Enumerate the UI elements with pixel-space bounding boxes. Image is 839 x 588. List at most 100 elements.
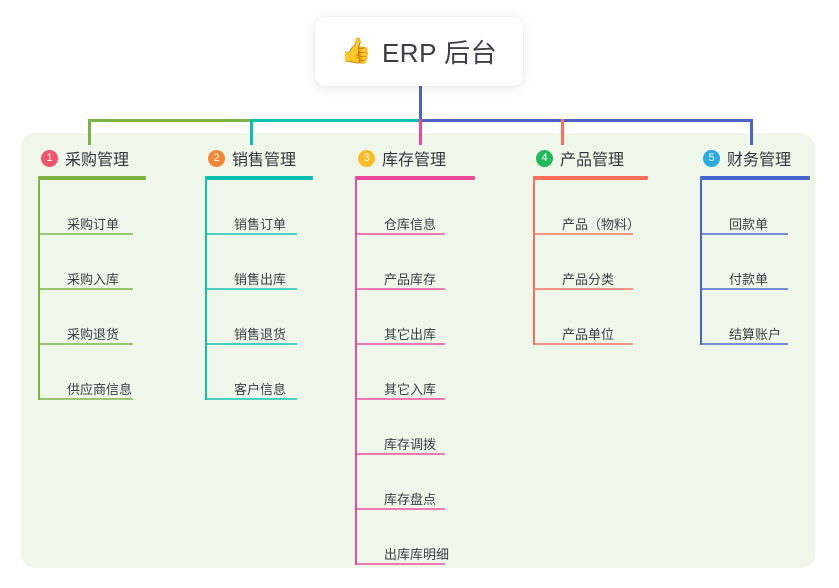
branch-item[interactable]: 库存盘点 [355,455,475,510]
branch-item[interactable]: 销售退货 [205,290,313,345]
branch-header-label: 销售管理 [232,152,297,169]
connector-drop-3 [419,119,422,145]
branch-item[interactable]: 采购入库 [38,235,146,290]
branch-item[interactable]: 销售出库 [205,235,313,290]
connector-drop-1 [88,119,91,145]
branch-spine [700,180,702,345]
branch-item-label: 供应商信息 [67,382,133,397]
connector-drop-4 [561,119,564,145]
branch-item-underline [355,508,445,510]
thumbs-up-icon: 👍 [340,37,372,65]
branch-item-label: 产品库存 [384,272,437,287]
branch-spine [205,180,207,400]
branch-item-label: 结算账户 [729,327,782,342]
branch-item-underline [700,233,788,235]
branch-column-2: 2 销售管理销售订单销售出库销售退货客户信息 [205,146,313,400]
branch-item-label: 其它入库 [384,382,437,397]
branch-item-underline [355,288,445,290]
branch-number-badge: 5 [703,149,720,167]
branch-item[interactable]: 产品单位 [533,290,648,345]
branch-header-label: 采购管理 [65,152,130,169]
branch-items-2: 销售订单销售出库销售退货客户信息 [205,180,313,400]
branch-item-label: 采购退货 [67,327,120,342]
branch-item-underline [533,288,633,290]
branch-item-underline [38,398,133,400]
branch-item-underline [355,453,445,455]
branch-header-3[interactable]: 3 库存管理 [355,146,475,170]
branch-item[interactable]: 采购订单 [38,180,146,235]
root-node-erp-backend[interactable]: 👍 ERP 后台 [315,17,523,86]
branch-item[interactable]: 库存调拨 [355,400,475,455]
branch-item-underline [533,233,633,235]
branch-item-label: 仓库信息 [384,217,437,232]
branch-header-underline [533,176,648,180]
branch-item[interactable]: 产品（物料） [533,180,648,235]
branch-item-underline [38,233,133,235]
branch-header-label: 财务管理 [727,152,792,169]
branch-item[interactable]: 其它出库 [355,290,475,345]
branch-item-label: 其它出库 [384,327,437,342]
branch-items-4: 产品（物料） 产品分类产品单位 [533,180,648,345]
branch-header-underline [355,176,475,180]
branch-number-badge: 4 [536,149,553,167]
branch-item-underline [533,343,633,345]
branch-header-underline [700,176,810,180]
branch-item-label: 采购订单 [67,217,120,232]
branch-item-underline [700,343,788,345]
branch-item[interactable]: 供应商信息 [38,345,146,400]
branch-number-badge: 3 [358,149,375,167]
branch-item-underline [355,563,445,565]
branch-header-5[interactable]: 5 财务管理 [700,146,810,170]
branches-panel [21,133,815,568]
branch-header-underline [205,176,313,180]
branch-number-badge: 2 [208,149,225,167]
connector-drop-5 [750,119,753,145]
branch-item[interactable]: 产品分类 [533,235,648,290]
branch-item[interactable]: 结算账户 [700,290,810,345]
branch-item[interactable]: 客户信息 [205,345,313,400]
branch-item[interactable]: 出库库明细 [355,510,475,565]
branch-item-label: 客户信息 [234,382,287,397]
branch-column-3: 3 库存管理仓库信息产品库存其它出库其它入库库存调拨库存盘点出库库明细 [355,146,475,565]
connector-bus-left [88,119,253,122]
branch-header-2[interactable]: 2 销售管理 [205,146,313,170]
branch-item-underline [700,288,788,290]
branch-item-label: 库存调拨 [384,437,437,452]
branch-item[interactable]: 其它入库 [355,345,475,400]
branch-item-label: 销售订单 [234,217,287,232]
branch-item-underline [355,343,445,345]
branch-item[interactable]: 采购退货 [38,290,146,345]
branch-item[interactable]: 仓库信息 [355,180,475,235]
connector-bus-middle [250,119,422,122]
connector-drop-2 [250,119,253,145]
branch-item-underline [205,233,297,235]
connector-root-stem [419,86,422,122]
branch-item[interactable]: 回款单 [700,180,810,235]
root-node-content: 👍 ERP 后台 [341,33,497,70]
branch-item-underline [205,398,297,400]
branch-spine [355,180,357,565]
branch-spine [38,180,40,400]
branch-item-underline [205,288,297,290]
branch-number-badge: 1 [41,149,58,167]
branch-column-1: 1 采购管理采购订单采购入库采购退货供应商信息 [38,146,146,400]
branch-item[interactable]: 销售订单 [205,180,313,235]
branch-item-label: 销售退货 [234,327,287,342]
branch-column-5: 5 财务管理回款单付款单结算账户 [700,146,810,345]
branch-item-label: 付款单 [729,272,769,287]
branch-item-label: 出库库明细 [384,547,450,562]
branch-item-label: 产品单位 [562,327,615,342]
branch-item[interactable]: 产品库存 [355,235,475,290]
branch-item[interactable]: 付款单 [700,235,810,290]
branch-item-label: 销售出库 [234,272,287,287]
branch-item-label: 产品分类 [562,272,615,287]
branch-item-label: 采购入库 [67,272,120,287]
branch-item-underline [38,288,133,290]
branch-header-1[interactable]: 1 采购管理 [38,146,146,170]
branch-header-label: 库存管理 [382,152,447,169]
branch-item-label: 回款单 [729,217,769,232]
branch-header-underline [38,176,146,180]
